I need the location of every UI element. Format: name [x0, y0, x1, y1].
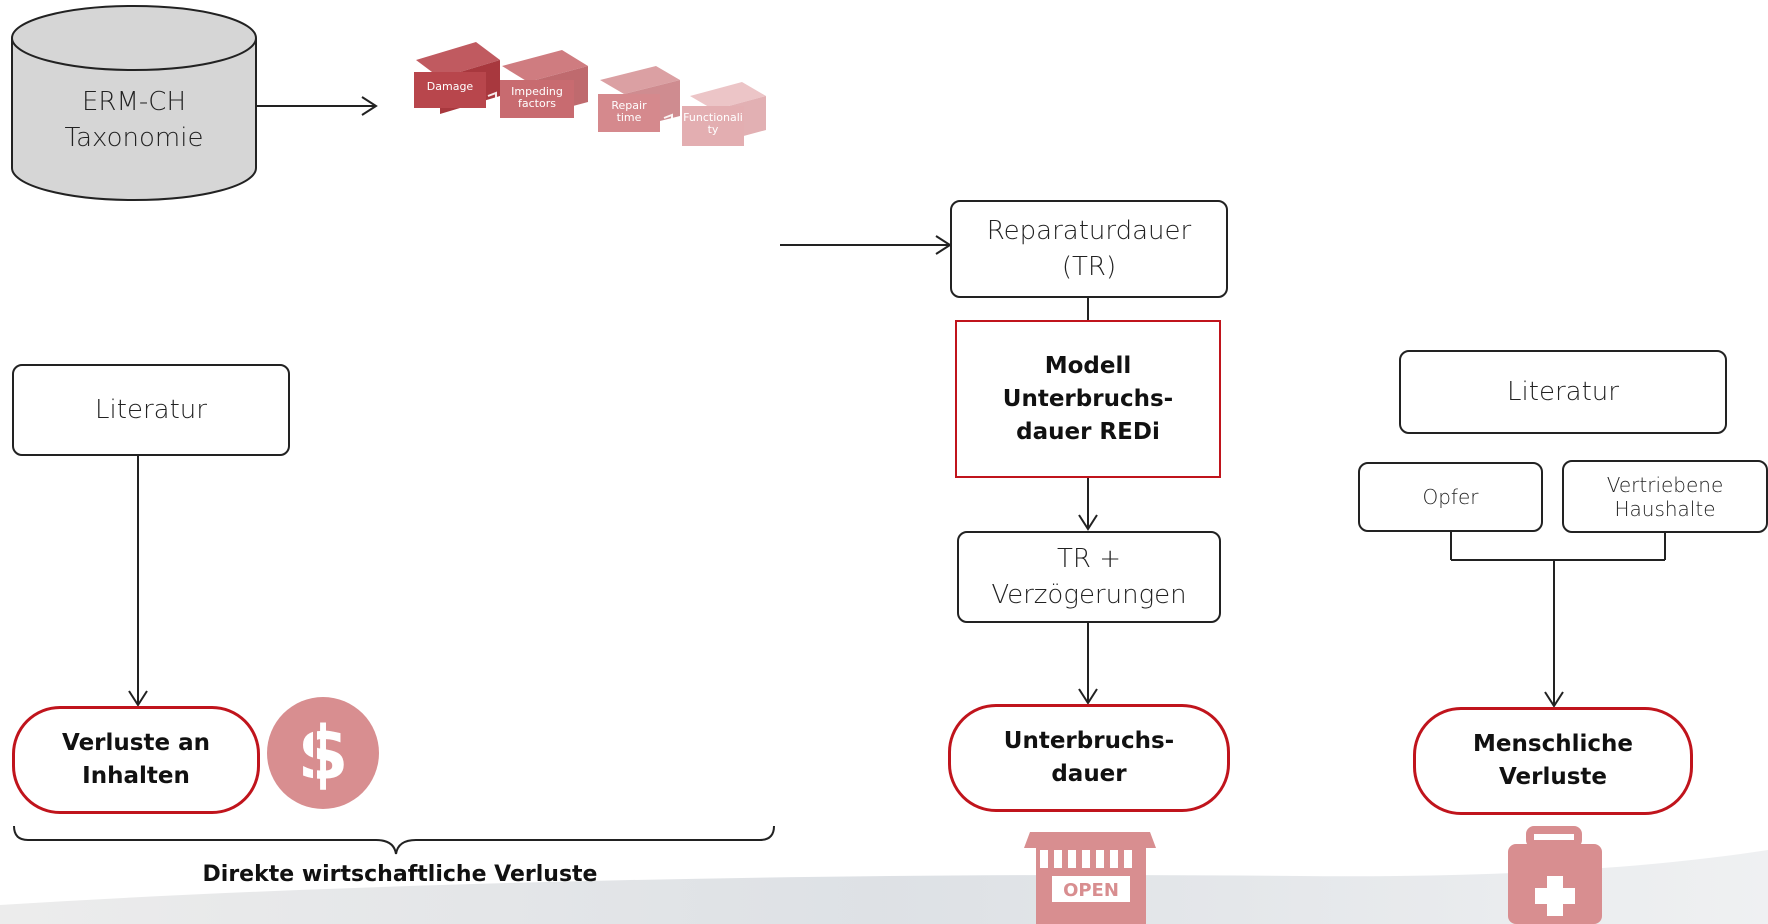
middle-outcome-pill: Unterbruchs- dauer — [948, 704, 1230, 812]
svg-text:$: $ — [297, 711, 349, 797]
cube-functionality — [682, 82, 766, 146]
cube-damage — [414, 42, 500, 114]
displaced-households-box: Vertriebene Haushalte — [1562, 460, 1768, 533]
right-outcome-pill: Menschliche Verluste — [1413, 707, 1693, 815]
footer-swoosh — [0, 850, 1768, 924]
cube-impeding — [500, 50, 588, 118]
arrow-db-to-process — [256, 96, 378, 116]
arrow-to-repair — [780, 235, 952, 255]
shop-sign: OPEN — [1063, 880, 1119, 901]
arrow-literatur-to-verluste — [128, 455, 148, 707]
left-outcome-pill: Verluste an Inhalten — [12, 706, 260, 814]
shop-open-icon: OPEN — [1024, 832, 1156, 924]
step-label-damage: Damage — [426, 80, 474, 93]
brace-label: Direkte wirtschaftliche Verluste — [202, 862, 598, 887]
step-label-functionality: Functionali ty — [683, 111, 743, 136]
database-label: ERM-CH Taxonomie — [64, 87, 204, 153]
step-label-impeding: Impeding factors — [511, 85, 563, 110]
dollar-icon: $ — [267, 697, 379, 809]
redi-model-box: Modell Unterbruchs- dauer REDi — [955, 320, 1221, 478]
process-step-cubes — [414, 42, 766, 146]
brace-direct-losses — [13, 825, 775, 855]
victims-box: Opfer — [1358, 462, 1543, 532]
left-literatur-box: Literatur — [12, 364, 290, 456]
database-cylinder — [11, 5, 257, 201]
repair-duration-box: Reparaturdauer (TR) — [950, 200, 1228, 298]
step-label-repair: Repair time — [611, 99, 647, 124]
first-aid-kit-icon — [1508, 826, 1602, 924]
tr-delays-box: TR + Verzögerungen — [957, 531, 1221, 623]
cube-repair — [598, 66, 680, 132]
right-literatur-box: Literatur — [1399, 350, 1727, 434]
